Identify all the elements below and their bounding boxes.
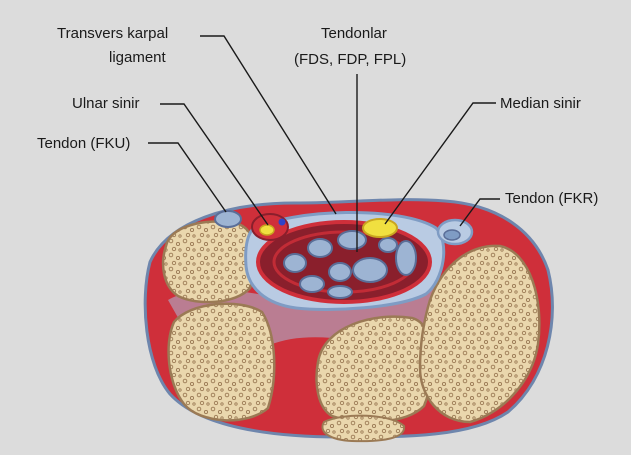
tendon-oval xyxy=(353,258,387,282)
tendon-oval xyxy=(338,231,366,249)
tendon-oval xyxy=(300,276,324,292)
bone-bottom-small xyxy=(322,416,404,442)
tendon-oval xyxy=(379,238,397,252)
ulnar-artery xyxy=(279,219,286,226)
transverse-ligament-label-line1: Transvers karpal xyxy=(57,24,168,43)
leader-fku xyxy=(148,143,226,212)
fku-tendon xyxy=(215,211,241,227)
fkr-tendon-label: Tendon (FKR) xyxy=(505,189,598,208)
bone-left-lower xyxy=(169,304,275,421)
tendon-oval xyxy=(308,239,332,257)
transverse-ligament-label-line2: ligament xyxy=(109,48,166,67)
tendon-oval xyxy=(328,286,352,298)
ulnar-nerve-label: Ulnar sinir xyxy=(72,94,140,113)
tendon-oval xyxy=(396,241,416,275)
fku-tendon-label: Tendon (FKU) xyxy=(37,134,130,153)
tendons-label-line2: (FDS, FDP, FPL) xyxy=(294,50,406,69)
fkr-tendon xyxy=(438,220,472,244)
ulnar-canal xyxy=(252,214,288,240)
tendons-label-line1: Tendonlar xyxy=(321,24,387,43)
bone-left-upper xyxy=(163,222,256,303)
ulnar-nerve xyxy=(260,225,274,235)
tendon-oval xyxy=(284,254,306,272)
median-nerve-label: Median sinir xyxy=(500,94,581,113)
tendon-oval xyxy=(329,263,351,281)
median-nerve xyxy=(363,219,397,237)
